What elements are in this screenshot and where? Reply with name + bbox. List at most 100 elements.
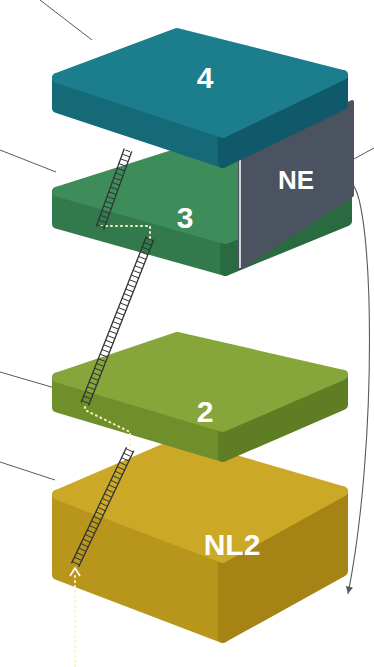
slab-top — [57, 33, 343, 133]
ladder-rung — [109, 192, 117, 195]
ladder-rung — [115, 471, 122, 474]
ladder-rung — [100, 215, 108, 218]
ladder-rung — [93, 373, 100, 376]
ladder-rung — [133, 270, 140, 273]
ladder-rung — [107, 489, 114, 492]
leader-line — [40, 0, 92, 40]
ladder-rung — [104, 494, 111, 497]
ladder-rung — [102, 498, 109, 501]
ladder-rung — [139, 256, 146, 259]
ladder-rung — [126, 449, 133, 452]
ladder-rung — [87, 530, 94, 533]
ladder-rung — [104, 206, 112, 209]
ladder-rung — [115, 317, 122, 320]
ladder-rung — [107, 336, 114, 339]
ladder-rung — [113, 322, 120, 325]
level-label: NE — [278, 167, 314, 193]
dotted-route — [74, 572, 76, 667]
ladder-rung — [97, 225, 105, 228]
leader-line — [0, 372, 55, 388]
ladder-rung — [124, 453, 131, 456]
ladder-rung — [122, 298, 129, 301]
ladder-rung — [94, 516, 101, 519]
ladder-rung — [122, 458, 129, 461]
arrowhead — [125, 146, 131, 152]
ladder-rung — [119, 462, 126, 465]
ladder-rung — [112, 182, 120, 185]
ladder-rung — [85, 534, 92, 537]
ladder-rung — [135, 266, 142, 269]
ladder-rung — [74, 557, 81, 560]
ladder-rung — [110, 187, 118, 190]
slab-outline — [52, 438, 348, 643]
ladder-rung — [83, 539, 90, 542]
ladder-rung — [115, 173, 123, 176]
ladder-rung — [146, 238, 153, 241]
level-label: 4 — [197, 63, 214, 93]
ladder-rung — [122, 154, 130, 157]
ladder-rung — [72, 562, 79, 565]
slab-top — [57, 443, 343, 558]
ladder-rung — [106, 340, 113, 343]
connector-line — [348, 184, 370, 594]
ladder-rail — [81, 237, 146, 403]
leader-line — [0, 462, 55, 480]
slab-outline — [52, 28, 348, 168]
level-label: NL2 — [204, 530, 261, 560]
ladder-connector — [81, 237, 154, 406]
ladder-rung — [98, 359, 105, 362]
ladder-connector — [71, 447, 133, 567]
ladder-rung — [95, 368, 102, 371]
ladder-rung — [117, 467, 124, 470]
slab-top — [57, 337, 343, 427]
ladder-rung — [86, 391, 93, 394]
ladder-rail — [96, 148, 124, 226]
ladder-rung — [131, 275, 138, 278]
ladder-rung — [140, 252, 147, 255]
ladder-rung — [114, 178, 122, 181]
ladder-rung — [92, 521, 99, 524]
ladder-rail — [71, 447, 126, 563]
ladder-rung — [100, 503, 107, 506]
ladder-rung — [117, 168, 125, 171]
ladder-rung — [111, 480, 118, 483]
panel-face — [240, 102, 352, 268]
divider-line — [239, 160, 241, 268]
ladder-rung — [126, 289, 133, 292]
ladder-rung — [121, 159, 129, 162]
ladder-rung — [124, 294, 131, 297]
ladder-rung — [96, 512, 103, 515]
ladder-rung — [105, 201, 113, 204]
ladder-rung — [96, 363, 103, 366]
ladder-rung — [107, 197, 115, 200]
ladder-rung — [128, 284, 135, 287]
ladder-rung — [89, 382, 96, 385]
arrowhead — [346, 586, 353, 594]
ladder-rung — [99, 220, 107, 223]
ladder-connector — [96, 146, 132, 229]
ladder-rung — [81, 544, 88, 547]
ladder-rail — [104, 151, 132, 229]
ladder-rung — [119, 164, 127, 167]
ladder-rung — [113, 476, 120, 479]
ladder-rung — [77, 553, 84, 556]
ladder-rung — [144, 242, 151, 245]
ladder-rung — [102, 211, 110, 214]
ladder-rung — [82, 401, 89, 404]
curved-arrow — [346, 184, 370, 594]
level-slab: 4 — [52, 28, 348, 168]
ladder-rung — [137, 261, 144, 264]
ladder-rung — [79, 548, 86, 551]
level-label: 3 — [177, 203, 194, 233]
ladder-rung — [142, 247, 149, 250]
ladder-rung — [120, 303, 127, 306]
ladder-rung — [109, 485, 116, 488]
ladder-rung — [89, 525, 96, 528]
level-label: 2 — [197, 397, 214, 427]
level-slab: 2 — [52, 332, 348, 462]
ladder-rung — [109, 331, 116, 334]
ladder-rung — [111, 326, 118, 329]
ladder-rung — [98, 507, 105, 510]
